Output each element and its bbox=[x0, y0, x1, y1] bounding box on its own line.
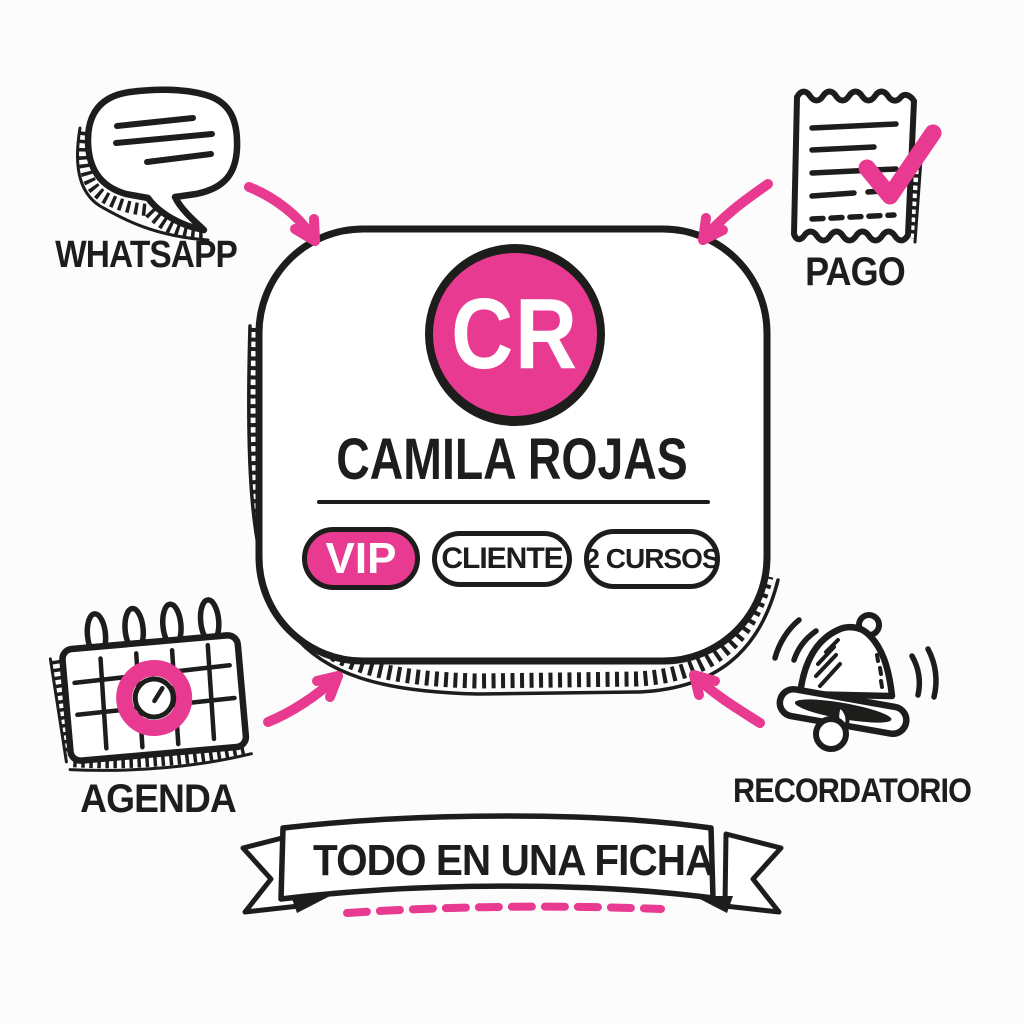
calendar-icon bbox=[48, 597, 253, 772]
badge-cursos: 2 CURSOS bbox=[584, 528, 721, 589]
calendar-highlight-ring bbox=[116, 659, 193, 736]
banner-band bbox=[278, 813, 716, 902]
banner-label: TODO EN UNA FICHA bbox=[313, 836, 714, 885]
calendar-clock-hand bbox=[152, 685, 165, 704]
bell-clapper bbox=[813, 716, 849, 752]
agenda-label: AGENDA bbox=[80, 777, 237, 821]
whatsapp-label: WHATSAPP bbox=[55, 234, 238, 276]
banner-underline-dashes bbox=[343, 902, 665, 917]
banner-flag-right bbox=[722, 831, 784, 915]
receipt-check-icon bbox=[791, 88, 942, 244]
banner-ribbon bbox=[240, 813, 784, 917]
name-divider bbox=[317, 500, 710, 504]
speech-bubble-icon bbox=[76, 86, 241, 242]
recordatorio-label: RECORDATORIO bbox=[733, 772, 972, 810]
bubble-shadow-contour bbox=[76, 126, 210, 242]
bell-dome bbox=[796, 623, 896, 700]
avatar-sketch-stroke bbox=[426, 248, 604, 426]
badge-cliente: CLIENTE bbox=[432, 530, 572, 587]
avatar bbox=[425, 244, 605, 426]
badge-vip: VIP bbox=[302, 527, 420, 590]
arrow-whatsapp-to-card bbox=[244, 182, 320, 246]
arrow-agenda-to-card bbox=[263, 671, 343, 727]
check-icon bbox=[858, 124, 942, 205]
arrow-recordatorio-to-card bbox=[689, 670, 765, 728]
badge-row: VIP CLIENTE 2 CURSOS bbox=[302, 527, 721, 590]
bubble-text-lines bbox=[113, 115, 215, 165]
banner-fold-right bbox=[694, 896, 733, 913]
arrow-pago-to-card bbox=[698, 179, 773, 245]
bell-icon bbox=[772, 612, 939, 752]
pago-label: PAGO bbox=[805, 250, 906, 294]
bell-dome-shading bbox=[814, 638, 884, 689]
banner-fold-left bbox=[291, 896, 330, 913]
client-name: CAMILA ROJAS bbox=[336, 427, 688, 492]
flow-arrows bbox=[244, 179, 773, 728]
bell-ring-waves bbox=[772, 617, 939, 700]
avatar-initials: CR bbox=[451, 278, 579, 390]
